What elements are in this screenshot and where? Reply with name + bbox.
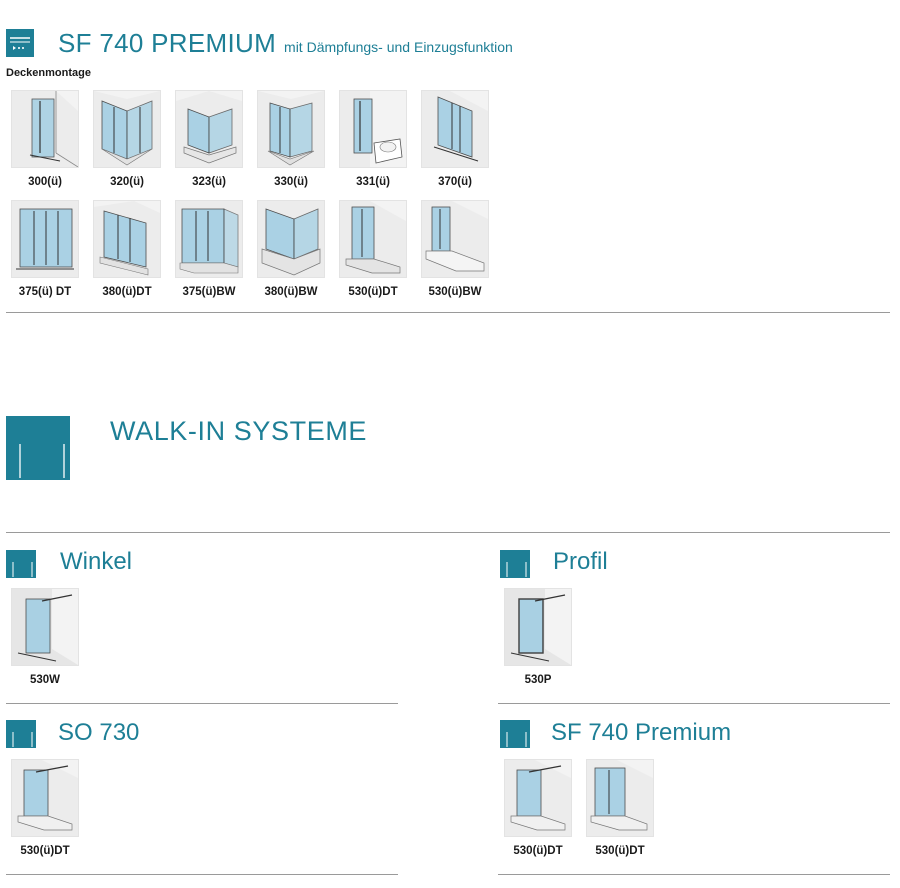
product-image	[339, 200, 407, 278]
divider	[6, 703, 398, 704]
product-code: 530(ü)DT	[348, 286, 398, 298]
product-image	[175, 200, 243, 278]
product-code: 300(ü)	[28, 176, 62, 188]
product-image	[421, 200, 489, 278]
product-card[interactable]: 320(ü)	[86, 90, 168, 188]
page-title: SF 740 PREMIUM mit Dämpfungs- und Einzugs…	[58, 28, 513, 59]
product-card[interactable]: 530P	[497, 588, 579, 686]
product-code: 323(ü)	[192, 176, 226, 188]
product-card[interactable]: 530W	[4, 588, 86, 686]
mount-label: Deckenmontage	[6, 67, 91, 79]
product-card[interactable]: 370(ü)	[414, 90, 496, 188]
product-code: 530(ü)DT	[595, 845, 645, 857]
product-image	[11, 759, 79, 837]
product-card[interactable]: 323(ü)	[168, 90, 250, 188]
product-image	[93, 90, 161, 168]
product-code: 530(ü)DT	[20, 845, 70, 857]
product-image	[586, 759, 654, 837]
product-image	[11, 588, 79, 666]
product-row-1: 300(ü) 320(ü) 323(ü)	[4, 90, 496, 188]
divider	[6, 874, 398, 875]
title-text: SF 740 PREMIUM	[58, 28, 277, 58]
so730-title: SO 730	[58, 719, 140, 746]
subtitle-text: mit Dämpfungs- und Einzugsfunktion	[284, 39, 513, 55]
divider	[6, 532, 890, 533]
sliding-door-icon	[6, 29, 34, 57]
panel-icon	[6, 550, 36, 578]
divider	[498, 703, 890, 704]
product-image	[93, 200, 161, 278]
product-card[interactable]: 530(ü)DT	[332, 200, 414, 298]
section-title: WALK-IN SYSTEME	[110, 416, 368, 446]
product-card[interactable]: 375(ü) DT	[4, 200, 86, 298]
product-code: 375(ü)BW	[182, 286, 236, 298]
product-image	[504, 759, 572, 837]
product-image	[11, 90, 79, 168]
panel-icon	[500, 550, 530, 578]
product-card[interactable]: 375(ü)BW	[168, 200, 250, 298]
panel-icon	[500, 720, 530, 748]
product-image	[504, 588, 572, 666]
sf740-title: SF 740 Premium	[551, 719, 732, 746]
product-image	[11, 200, 79, 278]
product-card[interactable]: 530(ü)DT	[579, 759, 661, 857]
product-image	[339, 90, 407, 168]
product-row-sf740: 530(ü)DT 530(ü)DT	[497, 759, 661, 857]
winkel-title: Winkel	[60, 548, 133, 575]
product-code: 530P	[524, 674, 552, 686]
divider	[6, 312, 890, 313]
product-image	[421, 90, 489, 168]
product-code: 375(ü) DT	[18, 286, 72, 298]
product-code: 320(ü)	[110, 176, 144, 188]
profil-title: Profil	[553, 548, 608, 575]
product-code: 331(ü)	[356, 176, 390, 188]
walk-in-icon	[6, 416, 70, 480]
product-row-2: 375(ü) DT 380(ü)DT 375(ü)BW	[4, 200, 496, 298]
product-code: 370(ü)	[438, 176, 472, 188]
product-code: 530W	[29, 674, 61, 686]
product-card[interactable]: 380(ü)BW	[250, 200, 332, 298]
product-code: 380(ü)BW	[264, 286, 318, 298]
product-code: 530(ü)DT	[513, 845, 563, 857]
product-code: 530(ü)BW	[428, 286, 482, 298]
divider	[498, 874, 890, 875]
product-card[interactable]: 300(ü)	[4, 90, 86, 188]
product-card[interactable]: 331(ü)	[332, 90, 414, 188]
product-code: 380(ü)DT	[102, 286, 152, 298]
panel-icon	[6, 720, 36, 748]
product-card[interactable]: 530(ü)DT	[4, 759, 86, 857]
product-image	[257, 90, 325, 168]
product-card[interactable]: 530(ü)DT	[497, 759, 579, 857]
product-image	[175, 90, 243, 168]
product-code: 330(ü)	[274, 176, 308, 188]
product-card[interactable]: 530(ü)BW	[414, 200, 496, 298]
product-card[interactable]: 380(ü)DT	[86, 200, 168, 298]
product-card[interactable]: 330(ü)	[250, 90, 332, 188]
product-image	[257, 200, 325, 278]
